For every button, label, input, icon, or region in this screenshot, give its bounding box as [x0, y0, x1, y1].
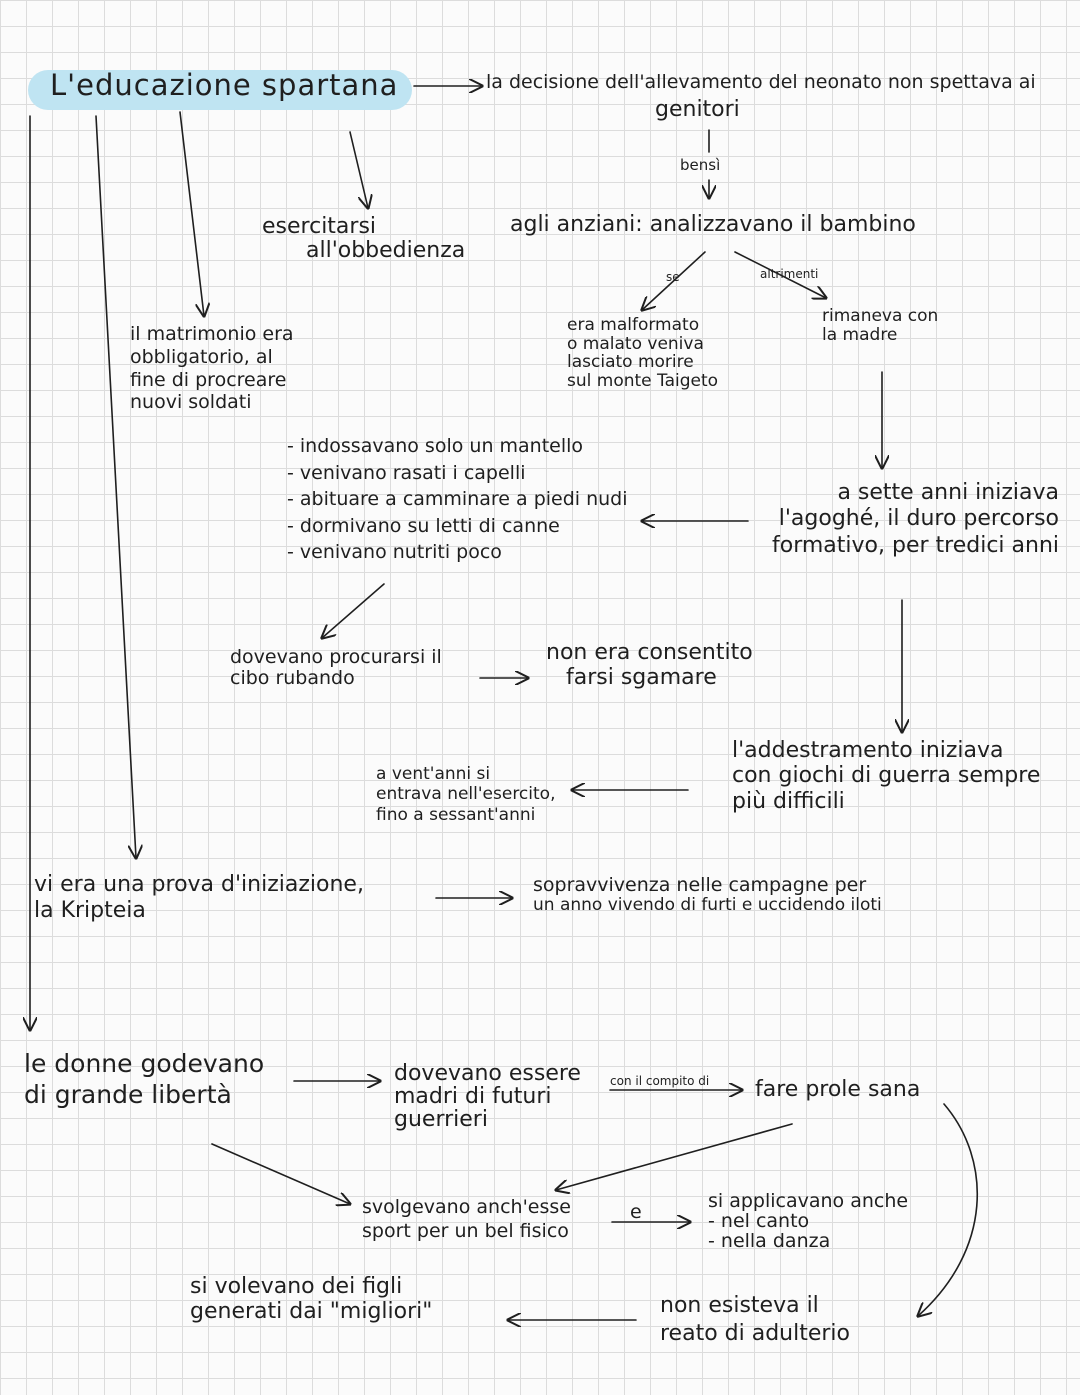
decision-text: la decisione dell'allevamento del neonat…	[486, 71, 1036, 93]
best-children-block: si volevano dei figli generati dai "migl…	[190, 1274, 433, 1325]
food-block: dovevano procurarsi il cibo rubando	[230, 646, 442, 690]
decision-text-2: genitori	[655, 97, 740, 122]
arrow-women-sport	[211, 1143, 350, 1204]
marriage-block: il matrimonio era obbligatorio, al fine …	[130, 323, 294, 414]
label-se: se	[666, 270, 680, 284]
women-block: le donne godevano di grande libertà	[24, 1049, 265, 1110]
arrow-title-marriage	[179, 111, 204, 316]
connector-bensi: bensì	[680, 156, 721, 174]
arrow-title-obedience	[349, 131, 368, 208]
arrow-anziani-altrimenti	[734, 251, 826, 298]
arts-block: si applicavano anche - nel canto - nella…	[708, 1190, 909, 1252]
label-altrimenti: altrimenti	[760, 267, 819, 281]
sport-block: svolgevano anch'esse sport per un bel fi…	[362, 1196, 571, 1242]
mothers-block: dovevano essere madri di futuri guerrier…	[394, 1061, 581, 1133]
elders-text: agli anziani: analizzavano il bambino	[510, 212, 916, 237]
agoge-block: a sette anni iniziava l'agoghé, il duro …	[772, 480, 1059, 558]
survival-block: sopravvivenza nelle campagne per un anno…	[533, 874, 882, 915]
malformed-block: era malformato o malato veniva lasciato …	[567, 315, 719, 392]
training-block: l'addestramento iniziava con giochi di g…	[732, 738, 1041, 814]
arrow-title-initiation	[95, 115, 136, 858]
arrow-conditions-food	[322, 583, 385, 638]
initiation-block: vi era una prova d'iniziazione, la Kript…	[34, 872, 364, 924]
conditions-list: - indossavano solo un mantello - venivan…	[287, 435, 628, 564]
army-block: a vent'anni si entrava nell'esercito, fi…	[376, 764, 556, 825]
arrow-anziani-se	[642, 251, 706, 310]
arrow-healthy-sport	[556, 1123, 793, 1190]
title-highlight	[28, 70, 412, 110]
and-label: e	[630, 1201, 642, 1223]
obedience-block: esercitarsi all'obbedienza	[262, 214, 466, 263]
page-title: L'educazione spartana	[50, 68, 399, 102]
not-allowed-block: non era consentito farsi sgamare	[546, 640, 753, 691]
task-label: con il compito di	[610, 1074, 710, 1088]
mother-block: rimaneva con la madre	[822, 306, 939, 346]
healthy-offspring-text: fare prole sana	[755, 1077, 921, 1102]
arrow-healthy-adultery	[918, 1103, 978, 1316]
adultery-block: non esisteva il reato di adulterio	[660, 1293, 851, 1346]
